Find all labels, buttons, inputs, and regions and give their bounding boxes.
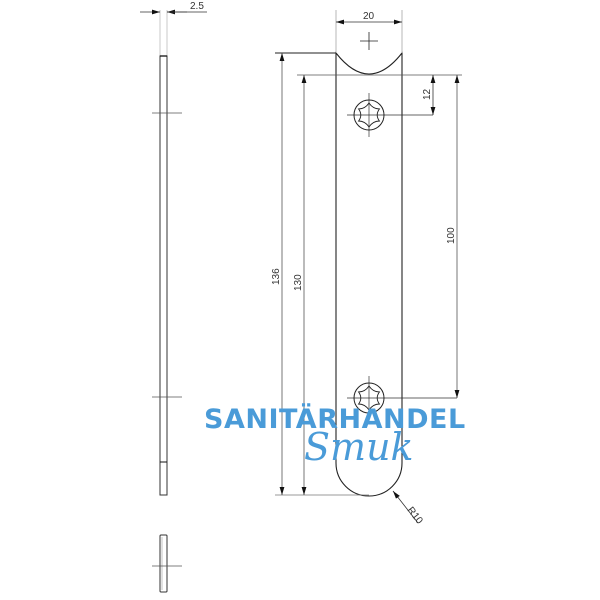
hole-spacing-label: 100 — [446, 227, 457, 244]
hole-spacing-dimension: 100 — [446, 75, 460, 398]
crosshair-icon — [360, 32, 378, 50]
width-dimension: 20 — [335, 10, 403, 53]
radius-dimension: R10 — [392, 490, 425, 527]
end-section-view — [152, 534, 182, 593]
torx-screw-hole-icon — [347, 93, 433, 137]
plate-front-view — [335, 32, 457, 497]
watermark-logo: SANITÄRHANDEL Smuk — [204, 403, 466, 469]
inner-length-dimension: 130 — [293, 75, 307, 495]
hole-offset-dimension: 12 — [422, 75, 436, 115]
thickness-label: 2.5 — [190, 1, 204, 12]
hole-offset-label: 12 — [422, 88, 433, 100]
thickness-dimension: 2.5 — [140, 1, 207, 56]
watermark-line2: Smuk — [304, 425, 414, 469]
side-view: 2.5 — [140, 1, 207, 496]
inner-length-label: 130 — [293, 274, 304, 291]
width-label: 20 — [363, 11, 375, 22]
overall-length-label: 136 — [271, 268, 282, 285]
watermark-line1: SANITÄRHANDEL — [204, 403, 466, 435]
radius-label: R10 — [405, 505, 425, 527]
overall-length-dimension: 136 — [271, 53, 285, 495]
torx-screw-hole-icon — [347, 376, 457, 420]
